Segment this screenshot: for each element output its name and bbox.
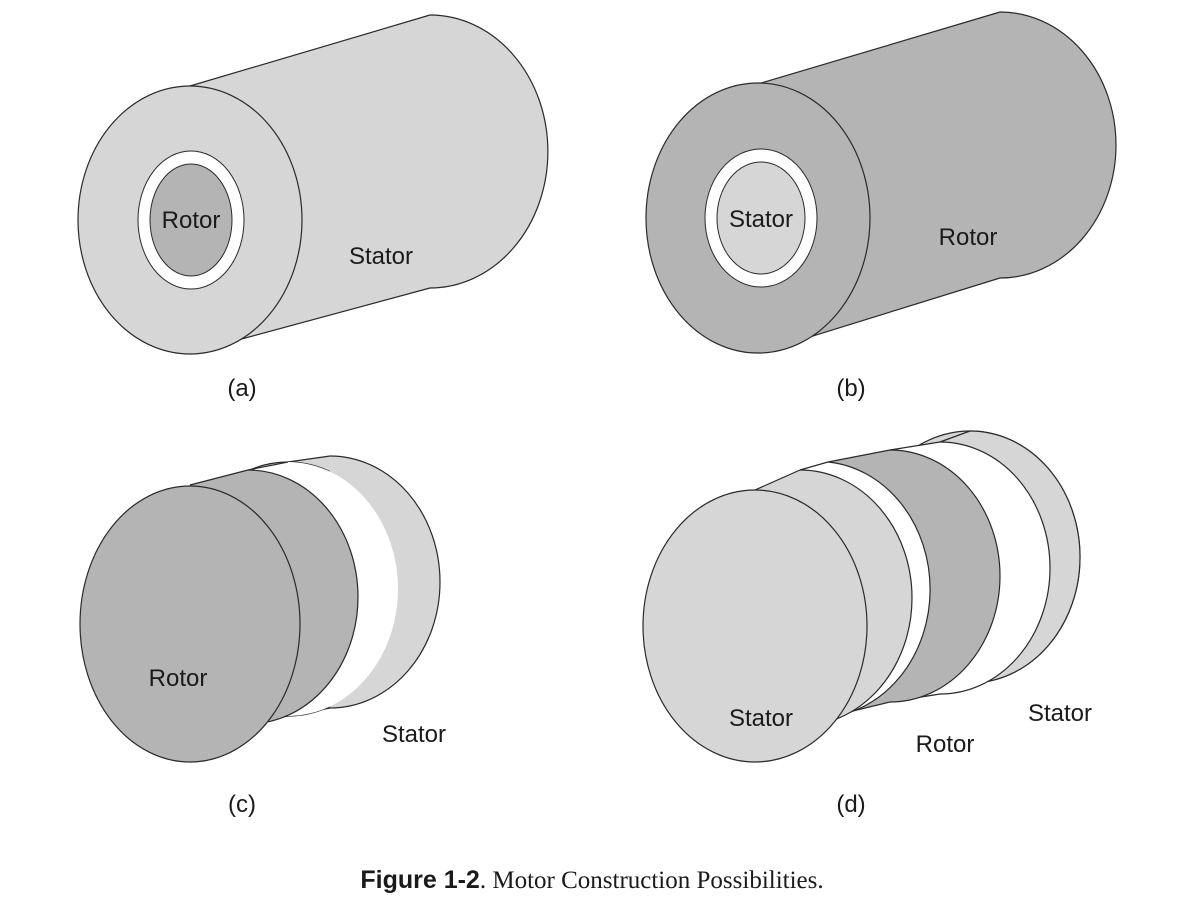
panel-d-caption: (d) [836, 791, 865, 818]
panel-d: Stator Rotor Stator (d) [642, 430, 1092, 818]
panel-b: Stator Rotor (b) [645, 11, 1117, 402]
panel-b-caption: (b) [836, 375, 865, 402]
panel-d-rear-gap-rim [939, 441, 1051, 695]
panel-a: Rotor Stator (a) [77, 14, 549, 402]
panel-b-stator [716, 161, 806, 275]
panel-c-stator-label: Stator [382, 721, 446, 748]
panel-c: Rotor Stator (c) [79, 455, 446, 818]
figure-number: Figure 1-2 [360, 866, 480, 894]
panel-d-rotor-label: Rotor [916, 731, 975, 758]
panel-d-back-stator-label: Stator [1028, 700, 1092, 727]
panel-c-rotor-face [79, 485, 301, 763]
figure-caption-text: . Motor Construction Possibilities. [479, 867, 824, 894]
panel-c-gap-top-edge [247, 461, 289, 471]
panel-a-rotor-label: Rotor [162, 207, 221, 234]
panel-a-stator-label: Stator [349, 243, 413, 270]
panel-a-back-rim [429, 14, 549, 289]
panel-c-rotor-label: Rotor [149, 665, 208, 692]
panel-d-front-gap-top-edge [799, 461, 829, 471]
panel-b-back-rim [999, 11, 1117, 279]
panel-d-front-stator-face [642, 489, 868, 763]
panel-d-rotor-top-edge [827, 449, 891, 463]
panel-b-top-edge [757, 11, 1001, 85]
panel-c-rotor-top-edge [189, 469, 249, 486]
panel-a-top-edge [189, 14, 431, 87]
panel-a-caption: (a) [227, 375, 256, 402]
panel-b-rotor-label: Rotor [939, 224, 998, 251]
panel-c-stator-top-edge [287, 455, 331, 463]
panel-d-front-stator-top-edge [754, 469, 801, 491]
panel-d-back-stator-top-edge [939, 430, 971, 443]
panel-d-front-gap-rim [827, 461, 931, 718]
figure-caption: Figure 1-2. Motor Construction Possibili… [0, 866, 1184, 895]
panel-c-caption: (c) [228, 791, 256, 818]
panel-d-front-stator-label: Stator [729, 705, 793, 732]
panel-b-stator-label: Stator [729, 206, 793, 233]
panel-d-rear-gap-top-edge [889, 441, 941, 451]
panel-a-rotor [149, 163, 233, 277]
